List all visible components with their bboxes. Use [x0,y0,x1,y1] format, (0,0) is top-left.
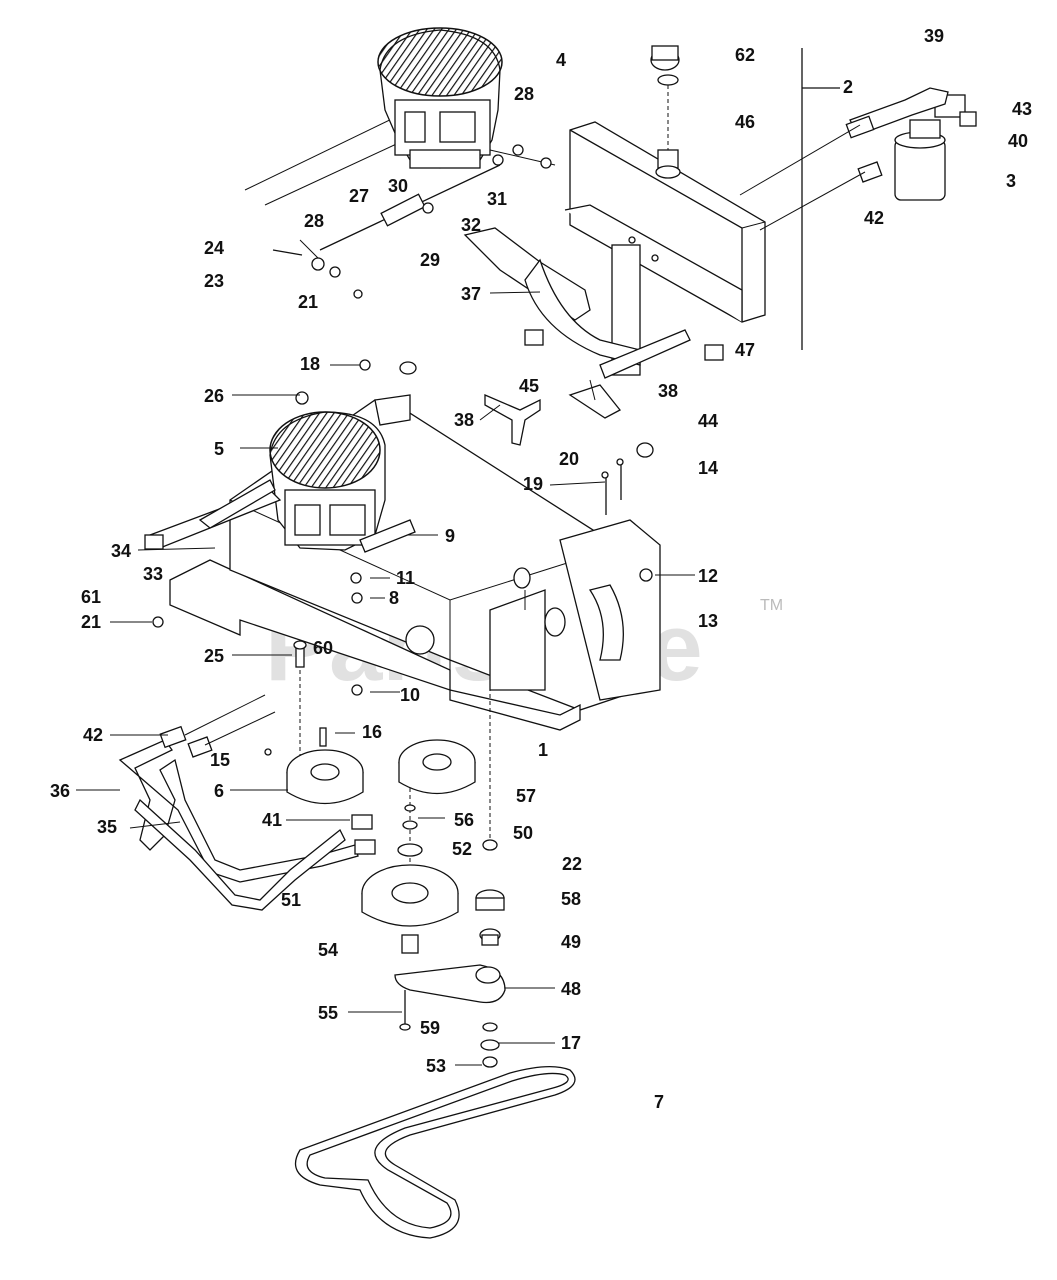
callout-6: 6 [214,781,224,801]
callout-7: 7 [654,1092,664,1112]
callout-38a: 38 [658,381,678,401]
callout-19: 19 [523,474,543,494]
callout-18: 18 [300,354,320,374]
callout-4: 4 [556,50,566,70]
callout-40: 40 [1008,131,1028,151]
callout-46: 46 [735,112,755,132]
callout-39: 39 [924,26,944,46]
callout-58: 58 [561,889,581,909]
lower-hydro-pump [144,359,417,553]
callout-leaders [76,239,695,1066]
fuel-lines-upper [463,227,724,446]
frame-hardware [152,442,654,696]
callout-55: 55 [318,1003,338,1023]
callout-1: 1 [538,740,548,760]
callout-62: 62 [735,45,755,65]
callout-labels: 1 2 3 4 5 6 7 8 9 10 11 12 13 14 15 16 1… [50,26,1032,1112]
upper-hydro-pump [244,27,556,206]
callout-49: 49 [561,932,581,952]
callout-32: 32 [461,215,481,235]
callout-17: 17 [561,1033,581,1053]
callout-47: 47 [735,340,755,360]
callout-42b: 42 [83,725,103,745]
callout-25: 25 [204,646,224,666]
callout-16: 16 [362,722,382,742]
callout-12: 12 [698,566,718,586]
callout-24: 24 [204,238,224,258]
callout-26: 26 [204,386,224,406]
callout-30: 30 [388,176,408,196]
callout-57: 57 [516,786,536,806]
callout-51: 51 [281,890,301,910]
callout-36: 36 [50,781,70,801]
callout-34: 34 [111,541,131,561]
callout-3: 3 [1006,171,1016,191]
fuel-filter-hoses [739,87,977,231]
callout-37: 37 [461,284,481,304]
callout-10: 10 [400,685,420,705]
callout-13: 13 [698,611,718,631]
callout-42a: 42 [864,208,884,228]
callout-35: 35 [97,817,117,837]
callout-21a: 21 [298,292,318,312]
callout-54: 54 [318,940,338,960]
callout-56: 56 [454,810,474,830]
callout-22: 22 [562,854,582,874]
callout-43: 43 [1012,99,1032,119]
callout-50: 50 [513,823,533,843]
pulleys [286,727,476,954]
callout-14: 14 [698,458,718,478]
callout-2: 2 [843,77,853,97]
callout-23: 23 [204,271,224,291]
callout-53: 53 [426,1056,446,1076]
callout-29: 29 [420,250,440,270]
callout-27: 27 [349,186,369,206]
fuel-cap-assembly [650,45,681,179]
drive-belt [294,1066,576,1239]
callout-33: 33 [143,564,163,584]
callout-8: 8 [389,588,399,608]
callout-9: 9 [445,526,455,546]
idler-arm-assembly [394,839,506,1068]
fuel-tank [564,48,840,376]
callout-52: 52 [452,839,472,859]
callout-61: 61 [81,587,101,607]
callout-11: 11 [396,568,415,588]
callout-48: 48 [561,979,581,999]
hydraulic-hoses-lower [118,694,376,911]
callout-28b: 28 [304,211,324,231]
callout-15: 15 [210,750,230,770]
callout-20: 20 [559,449,579,469]
watermark-trademark: TM [760,597,783,614]
callout-44: 44 [698,411,718,431]
callout-60: 60 [313,638,333,658]
callout-5: 5 [214,439,224,459]
callout-28a: 28 [514,84,534,104]
callout-59: 59 [420,1018,440,1038]
callout-21b: 21 [81,612,101,632]
callout-38b: 38 [454,410,474,430]
callout-31: 31 [487,189,507,209]
callout-41: 41 [262,810,282,830]
callout-45: 45 [519,376,539,396]
